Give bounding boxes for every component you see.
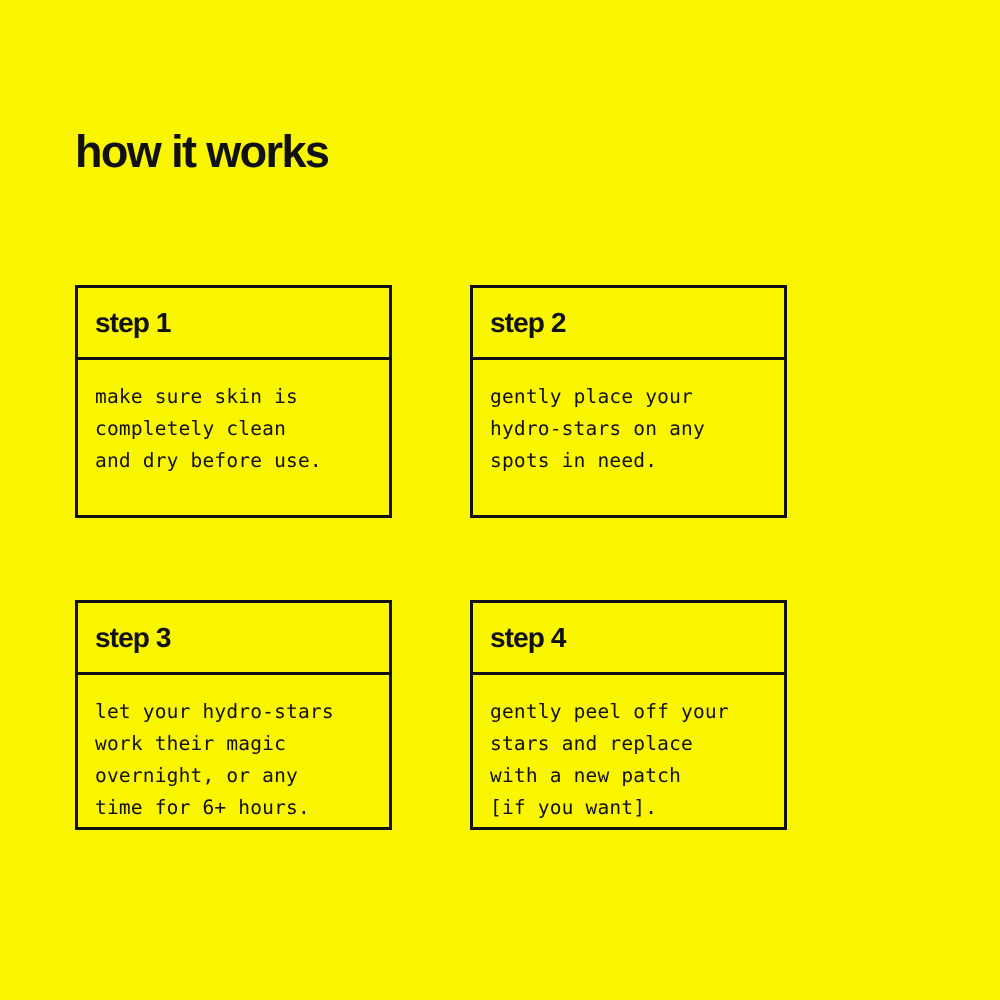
step-card-1-label: step 1: [95, 306, 171, 338]
step-card-1-header: step 1: [78, 288, 389, 360]
step-card-2-text: gently place your hydro-stars on any spo…: [490, 385, 705, 472]
step-card-1-body: make sure skin is completely clean and d…: [78, 360, 389, 515]
step-card-3-header: step 3: [78, 603, 389, 675]
step-card-4-body: gently peel off your stars and replace w…: [473, 675, 784, 827]
step-card-1: step 1 make sure skin is completely clea…: [75, 285, 392, 518]
step-card-3-label: step 3: [95, 621, 171, 653]
step-card-2-body: gently place your hydro-stars on any spo…: [473, 360, 784, 515]
step-card-2-label: step 2: [490, 306, 566, 338]
step-card-3-body: let your hydro-stars work their magic ov…: [78, 675, 389, 827]
step-card-1-text: make sure skin is completely clean and d…: [95, 385, 322, 472]
step-card-4: step 4 gently peel off your stars and re…: [470, 600, 787, 830]
step-card-3-text: let your hydro-stars work their magic ov…: [95, 700, 334, 819]
step-card-4-header: step 4: [473, 603, 784, 675]
step-card-2-header: step 2: [473, 288, 784, 360]
page-title: how it works: [75, 126, 330, 178]
step-card-4-label: step 4: [490, 621, 566, 653]
step-card-2: step 2 gently place your hydro-stars on …: [470, 285, 787, 518]
steps-grid: step 1 make sure skin is completely clea…: [75, 285, 787, 830]
step-card-3: step 3 let your hydro-stars work their m…: [75, 600, 392, 830]
step-card-4-text: gently peel off your stars and replace w…: [490, 700, 729, 819]
